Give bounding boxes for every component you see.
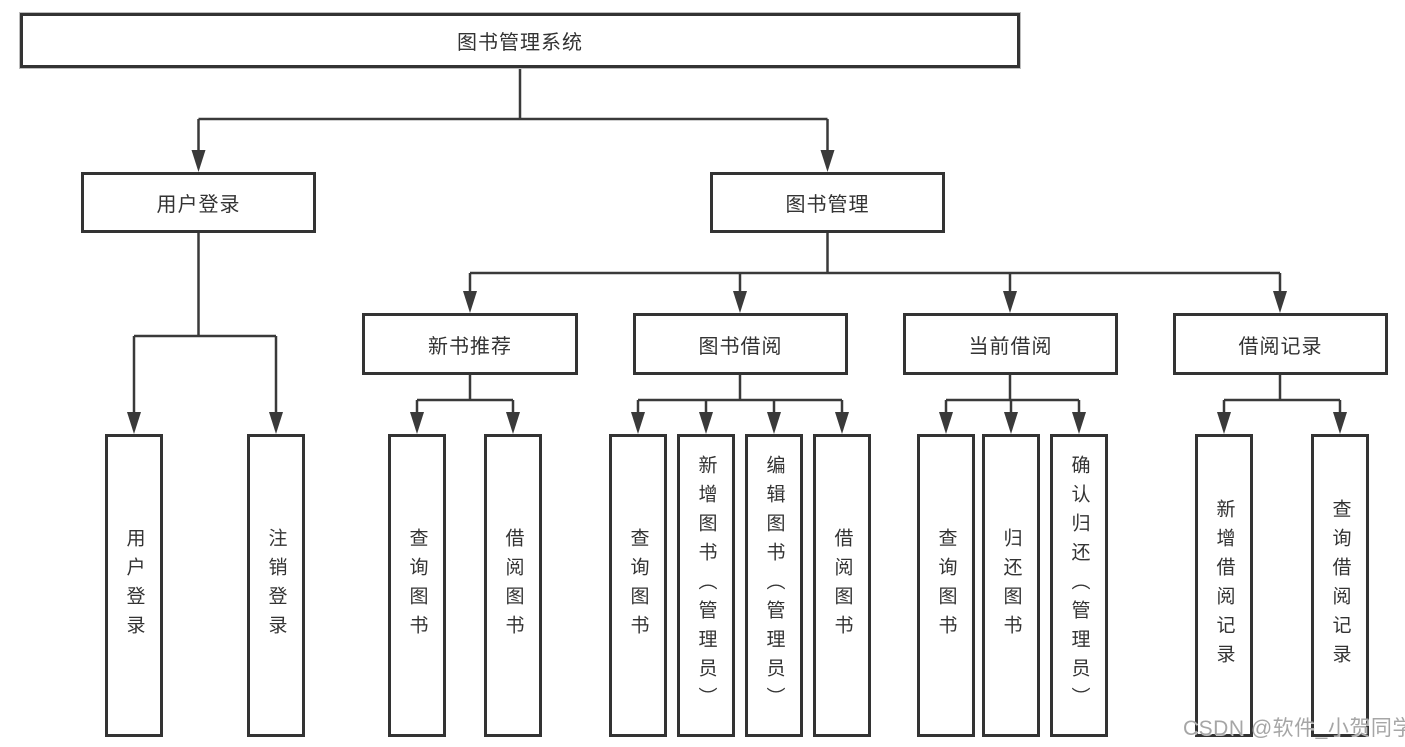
node-new-book-recommendation: 新书推荐 xyxy=(362,313,578,375)
leaf-add-borrow-record-label: 新增借阅记录 xyxy=(1213,498,1235,673)
leaf-query-borrow-record: 查询借阅记录 xyxy=(1311,434,1369,737)
leaf-borrowing-query-books-label: 查询图书 xyxy=(627,527,649,644)
node-current-borrowing: 当前借阅 xyxy=(903,313,1118,375)
csdn-watermark: CSDN @软件_小贺同学 xyxy=(1183,717,1405,740)
leaf-recommend-borrow-books-label: 借阅图书 xyxy=(502,527,524,644)
leaf-user-login-label: 用户登录 xyxy=(123,527,145,644)
node-current-borrowing-label: 当前借阅 xyxy=(968,335,1053,358)
leaf-borrowing-query-books: 查询图书 xyxy=(609,434,667,737)
leaf-return-books-label: 归还图书 xyxy=(1000,527,1022,644)
leaf-add-books-admin: 新增图书（管理员） xyxy=(677,434,735,737)
node-borrowing-records-label: 借阅记录 xyxy=(1238,335,1323,358)
node-user-login: 用户登录 xyxy=(81,172,316,233)
node-new-book-recommendation-label: 新书推荐 xyxy=(428,335,512,358)
leaf-confirm-return-admin: 确认归还（管理员） xyxy=(1050,434,1108,737)
leaf-borrow-books: 借阅图书 xyxy=(813,434,871,737)
leaf-return-books: 归还图书 xyxy=(982,434,1040,737)
leaf-add-books-admin-label: 新增图书（管理员） xyxy=(695,455,717,716)
node-book-borrowing: 图书借阅 xyxy=(633,313,848,375)
leaf-recommend-query-books: 查询图书 xyxy=(388,434,446,737)
leaf-add-borrow-record: 新增借阅记录 xyxy=(1195,434,1253,737)
leaf-recommend-query-books-label: 查询图书 xyxy=(406,527,428,644)
node-root: 图书管理系统 xyxy=(20,13,1020,68)
node-root-label: 图书管理系统 xyxy=(457,32,583,54)
leaf-borrow-books-label: 借阅图书 xyxy=(831,527,853,644)
node-user-login-label: 用户登录 xyxy=(156,194,241,216)
leaf-logout-label: 注销登录 xyxy=(265,527,287,644)
node-borrowing-records: 借阅记录 xyxy=(1173,313,1388,375)
leaf-user-login: 用户登录 xyxy=(105,434,163,737)
leaf-edit-books-admin-label: 编辑图书（管理员） xyxy=(763,455,785,716)
leaf-current-query-books: 查询图书 xyxy=(917,434,975,737)
leaf-recommend-borrow-books: 借阅图书 xyxy=(484,434,542,737)
node-book-borrowing-label: 图书借阅 xyxy=(698,335,783,358)
node-book-management: 图书管理 xyxy=(710,172,945,233)
leaf-current-query-books-label: 查询图书 xyxy=(935,527,957,644)
leaf-query-borrow-record-label: 查询借阅记录 xyxy=(1329,498,1351,673)
node-book-management-label: 图书管理 xyxy=(785,194,870,216)
leaf-edit-books-admin: 编辑图书（管理员） xyxy=(745,434,803,737)
leaf-confirm-return-admin-label: 确认归还（管理员） xyxy=(1068,455,1090,716)
leaf-logout: 注销登录 xyxy=(247,434,305,737)
